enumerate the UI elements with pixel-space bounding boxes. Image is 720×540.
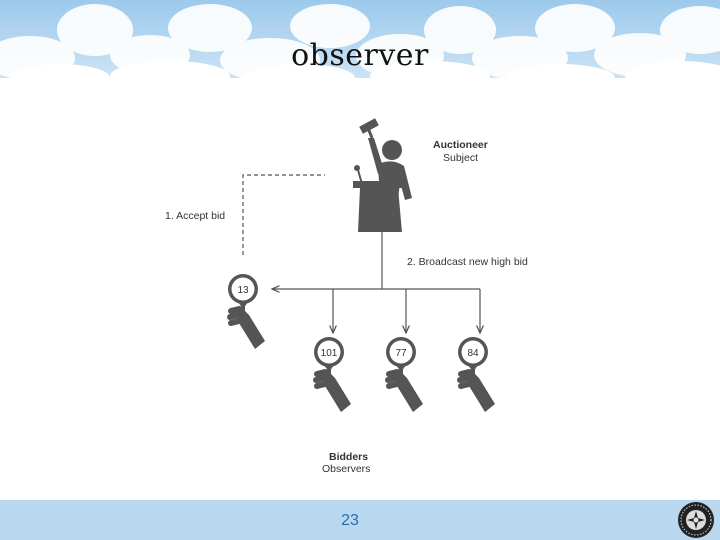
podium-icon [353,181,403,232]
subject-label: Subject [443,152,478,164]
bidders-label: Bidders [329,451,368,463]
university-seal-icon [678,502,714,538]
cloud-decoration [0,0,720,95]
footer-bar [0,500,720,540]
broadcast-label: 2. Broadcast new high bid [407,256,528,268]
gavel-icon [359,118,379,139]
accept-bid-label: 1. Accept bid [165,210,225,222]
paddle-number: 84 [467,348,479,359]
paddle-number: 13 [237,285,249,296]
accept-bid-connector [242,174,325,255]
slide-title: observer [291,38,429,73]
auctioneer-icon [353,118,412,232]
page-number: 23 [341,512,359,529]
paddle-number: 101 [321,348,338,359]
paddle-number: 77 [395,348,407,359]
observers-label: Observers [322,463,370,475]
auctioneer-label: Auctioneer [433,139,488,151]
